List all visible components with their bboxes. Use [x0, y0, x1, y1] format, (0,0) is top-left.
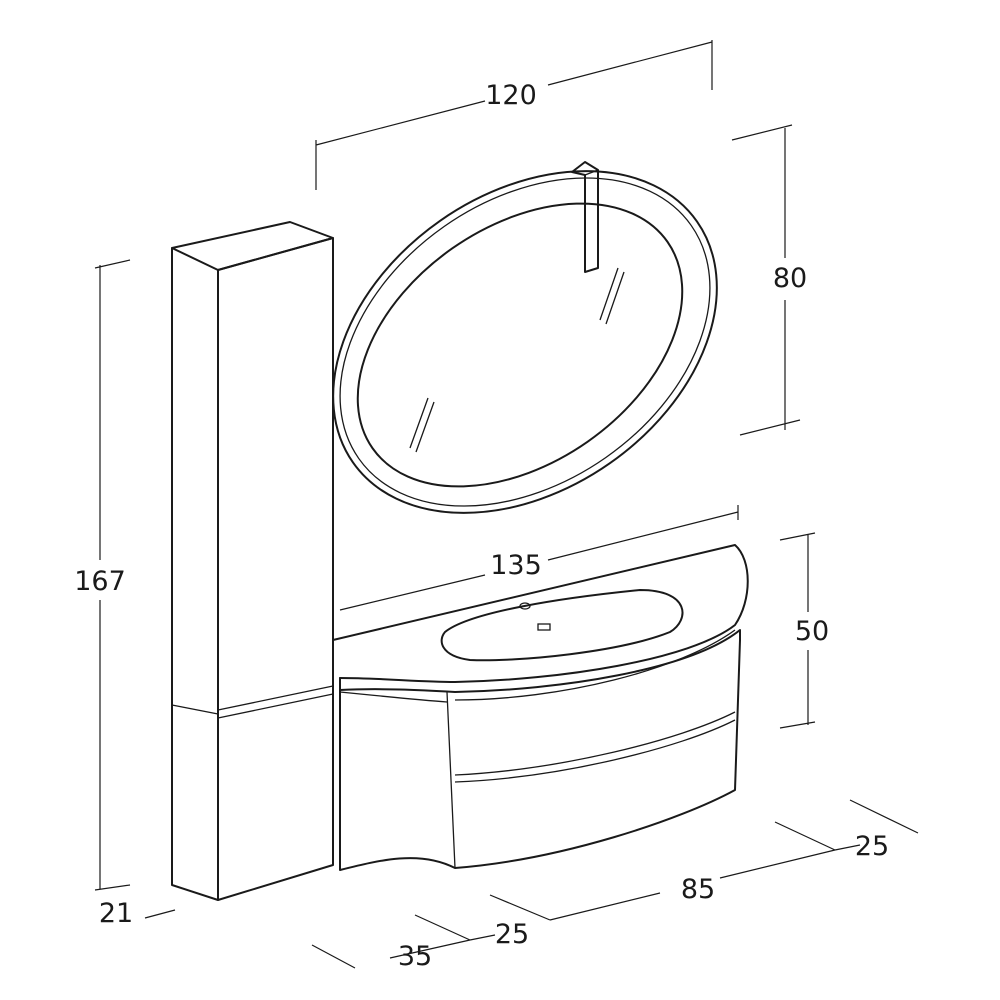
mirror-lamp — [571, 161, 599, 273]
base-depth-right-label: 25 — [855, 831, 889, 862]
column-height-label: 167 — [74, 566, 126, 597]
dimension-lines — [94, 40, 919, 969]
vanity-width-label: 135 — [490, 550, 542, 581]
base-length-label: 85 — [681, 874, 715, 905]
vanity-unit — [332, 544, 749, 871]
base-depth-left-label: 35 — [398, 941, 432, 972]
oval-mirror — [332, 170, 718, 514]
column-depth-label: 21 — [99, 898, 133, 929]
mirror-height-label: 80 — [773, 263, 807, 294]
tall-column-cabinet — [171, 221, 334, 901]
base-depth-mid-label: 25 — [495, 919, 529, 950]
vanity-height-label: 50 — [795, 616, 829, 647]
mirror-width-label: 120 — [485, 80, 537, 111]
